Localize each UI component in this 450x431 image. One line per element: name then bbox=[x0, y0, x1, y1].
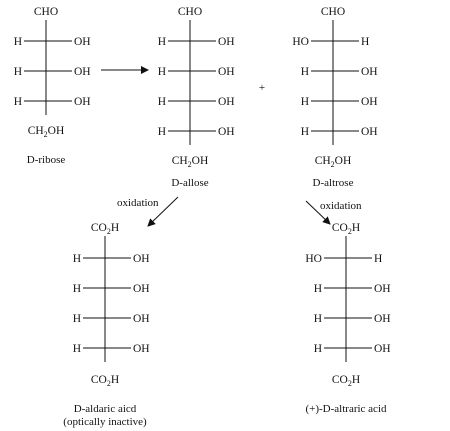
right-substituent: OH bbox=[133, 343, 150, 355]
left-substituent: H bbox=[73, 313, 81, 325]
structure-caption: (optically inactive) bbox=[63, 416, 147, 428]
left-substituent: H bbox=[14, 66, 22, 78]
right-substituent: OH bbox=[374, 343, 391, 355]
right-substituent: OH bbox=[133, 313, 150, 325]
right-substituent: H bbox=[361, 36, 369, 48]
d-ribose-structure: CHO H OH H OH H OH CH2OH D-ribose bbox=[14, 6, 91, 166]
top-group: CHO bbox=[178, 6, 202, 18]
right-substituent: OH bbox=[74, 96, 91, 108]
plus-sign: + bbox=[259, 82, 265, 94]
top-group: CO2H bbox=[91, 222, 119, 236]
bottom-group: CO2H bbox=[332, 374, 360, 388]
left-substituent: H bbox=[301, 96, 309, 108]
right-substituent: OH bbox=[361, 126, 378, 138]
right-substituent: OH bbox=[374, 313, 391, 325]
right-substituent: OH bbox=[133, 283, 150, 295]
left-substituent: H bbox=[73, 283, 81, 295]
bottom-group: CH2OH bbox=[315, 155, 352, 169]
left-substituent: H bbox=[314, 343, 322, 355]
right-substituent: OH bbox=[361, 96, 378, 108]
right-substituent: OH bbox=[218, 66, 235, 78]
right-substituent: OH bbox=[374, 283, 391, 295]
bottom-group: CH2OH bbox=[28, 125, 65, 139]
right-substituent: OH bbox=[218, 126, 235, 138]
right-substituent: OH bbox=[361, 66, 378, 78]
left-substituent: H bbox=[158, 66, 166, 78]
top-group: CHO bbox=[34, 6, 58, 18]
left-substituent: H bbox=[73, 343, 81, 355]
top-group: CO2H bbox=[332, 222, 360, 236]
bottom-group: CO2H bbox=[91, 374, 119, 388]
structure-caption: D-altrose bbox=[313, 177, 354, 189]
left-substituent: HO bbox=[292, 36, 309, 48]
left-substituent: HO bbox=[305, 253, 322, 265]
left-substituent: H bbox=[158, 96, 166, 108]
right-substituent: OH bbox=[218, 36, 235, 48]
bottom-group: CH2OH bbox=[172, 155, 209, 169]
oxidation-arrow-allose bbox=[147, 196, 179, 227]
structure-caption: D-aldaric aicd bbox=[74, 403, 137, 415]
right-substituent: OH bbox=[133, 253, 150, 265]
left-substituent: H bbox=[158, 126, 166, 138]
right-substituent: OH bbox=[74, 66, 91, 78]
right-substituent: OH bbox=[74, 36, 91, 48]
structure-caption: D-allose bbox=[171, 177, 208, 189]
left-substituent: H bbox=[314, 283, 322, 295]
left-substituent: H bbox=[14, 36, 22, 48]
right-substituent: OH bbox=[218, 96, 235, 108]
left-substituent: H bbox=[301, 66, 309, 78]
d-allose-structure: CHO H OH H OH H OH H OH CH2OH D-allose bbox=[158, 6, 235, 189]
left-substituent: H bbox=[14, 96, 22, 108]
left-substituent: H bbox=[73, 253, 81, 265]
top-group: CHO bbox=[321, 6, 345, 18]
right-substituent: H bbox=[374, 253, 382, 265]
left-substituent: H bbox=[314, 313, 322, 325]
left-substituent: H bbox=[158, 36, 166, 48]
structure-caption: D-ribose bbox=[27, 154, 66, 166]
oxidation-arrow-altrose bbox=[305, 200, 331, 225]
structure-caption: (+)-D-altraric acid bbox=[305, 403, 387, 415]
d-aldaric-acid-structure: CO2H H OH H OH H OH H OH CO2H D-aldaric aicd(optic… bbox=[63, 222, 149, 428]
oxidation-label-altrose: oxidation bbox=[320, 200, 362, 212]
left-substituent: H bbox=[301, 126, 309, 138]
oxidation-label-allose: oxidation bbox=[117, 197, 159, 209]
